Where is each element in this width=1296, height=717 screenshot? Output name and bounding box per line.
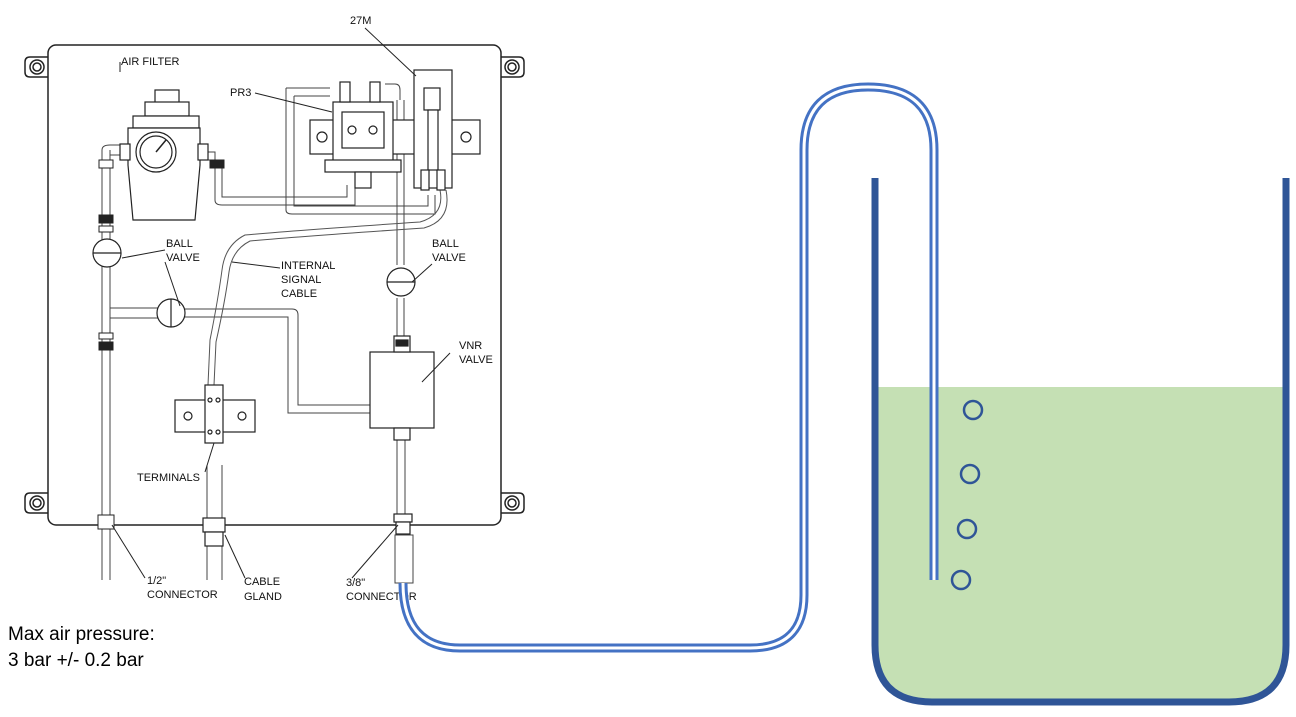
bubble [956, 518, 978, 540]
label-vnr-valve-line2: VALVE [459, 354, 493, 366]
max-air-pressure-note: Max air pressure: 3 bar +/- 0.2 bar [8, 622, 155, 674]
label-terminals: TERMINALS [137, 472, 200, 484]
ball-valve-right [386, 267, 416, 297]
pipe-fittings-left [97, 159, 225, 530]
air-bubbles [950, 399, 984, 591]
ball-valve-left-lower [156, 298, 186, 328]
27m-transmitter [413, 69, 453, 191]
label-air-filter: AIR FILTER [121, 56, 180, 68]
mounting-tab-bottom-left [24, 492, 48, 514]
diagram-labels: AIR FILTER PR3 27M BALL VALVE BALL VALVE… [121, 15, 493, 603]
label-ball-valve-right-line1: BALL [432, 238, 459, 250]
air-filter [119, 89, 209, 221]
bubble [959, 463, 981, 485]
connector-3-8-fitting [393, 513, 413, 535]
bubble [950, 569, 972, 591]
label-27m: 27M [350, 15, 371, 27]
note-line-1: Max air pressure: [8, 624, 155, 645]
label-ball-valve-left-line2: VALVE [166, 252, 200, 264]
liquid-fill [877, 387, 1284, 700]
tank-wall [871, 178, 1290, 706]
label-connector-half-line2: CONNECTOR [147, 589, 218, 601]
internal-signal-cable [207, 189, 448, 386]
liquid-tank [871, 178, 1290, 706]
label-connector-half-line1: 1/2" [147, 575, 166, 587]
label-ball-valve-right-line2: VALVE [432, 252, 466, 264]
mounting-tab-top-right [501, 56, 525, 78]
vnr-valve [369, 335, 435, 441]
mounting-tab-bottom-right [501, 492, 525, 514]
label-cable-gland-line2: GLAND [244, 591, 282, 603]
label-internal-signal-cable-line1: INTERNAL [281, 260, 335, 272]
label-cable-gland-line1: CABLE [244, 576, 280, 588]
dip-tube [398, 82, 939, 653]
label-internal-signal-cable-line2: SIGNAL [281, 274, 321, 286]
label-connector-3-8-line1: 3/8" [346, 577, 365, 589]
label-vnr-valve-line1: VNR [459, 340, 482, 352]
label-ball-valve-left-line1: BALL [166, 238, 193, 250]
leader-lines [111, 27, 451, 579]
label-internal-signal-cable-line3: CABLE [281, 288, 317, 300]
bubble [962, 399, 984, 421]
note-line-2: 3 bar +/- 0.2 bar [8, 650, 144, 671]
mounting-tab-top-left [24, 56, 48, 78]
label-pr3: PR3 [230, 87, 251, 99]
ball-valve-left-upper [92, 238, 122, 268]
cable-gland-fitting [202, 517, 226, 547]
